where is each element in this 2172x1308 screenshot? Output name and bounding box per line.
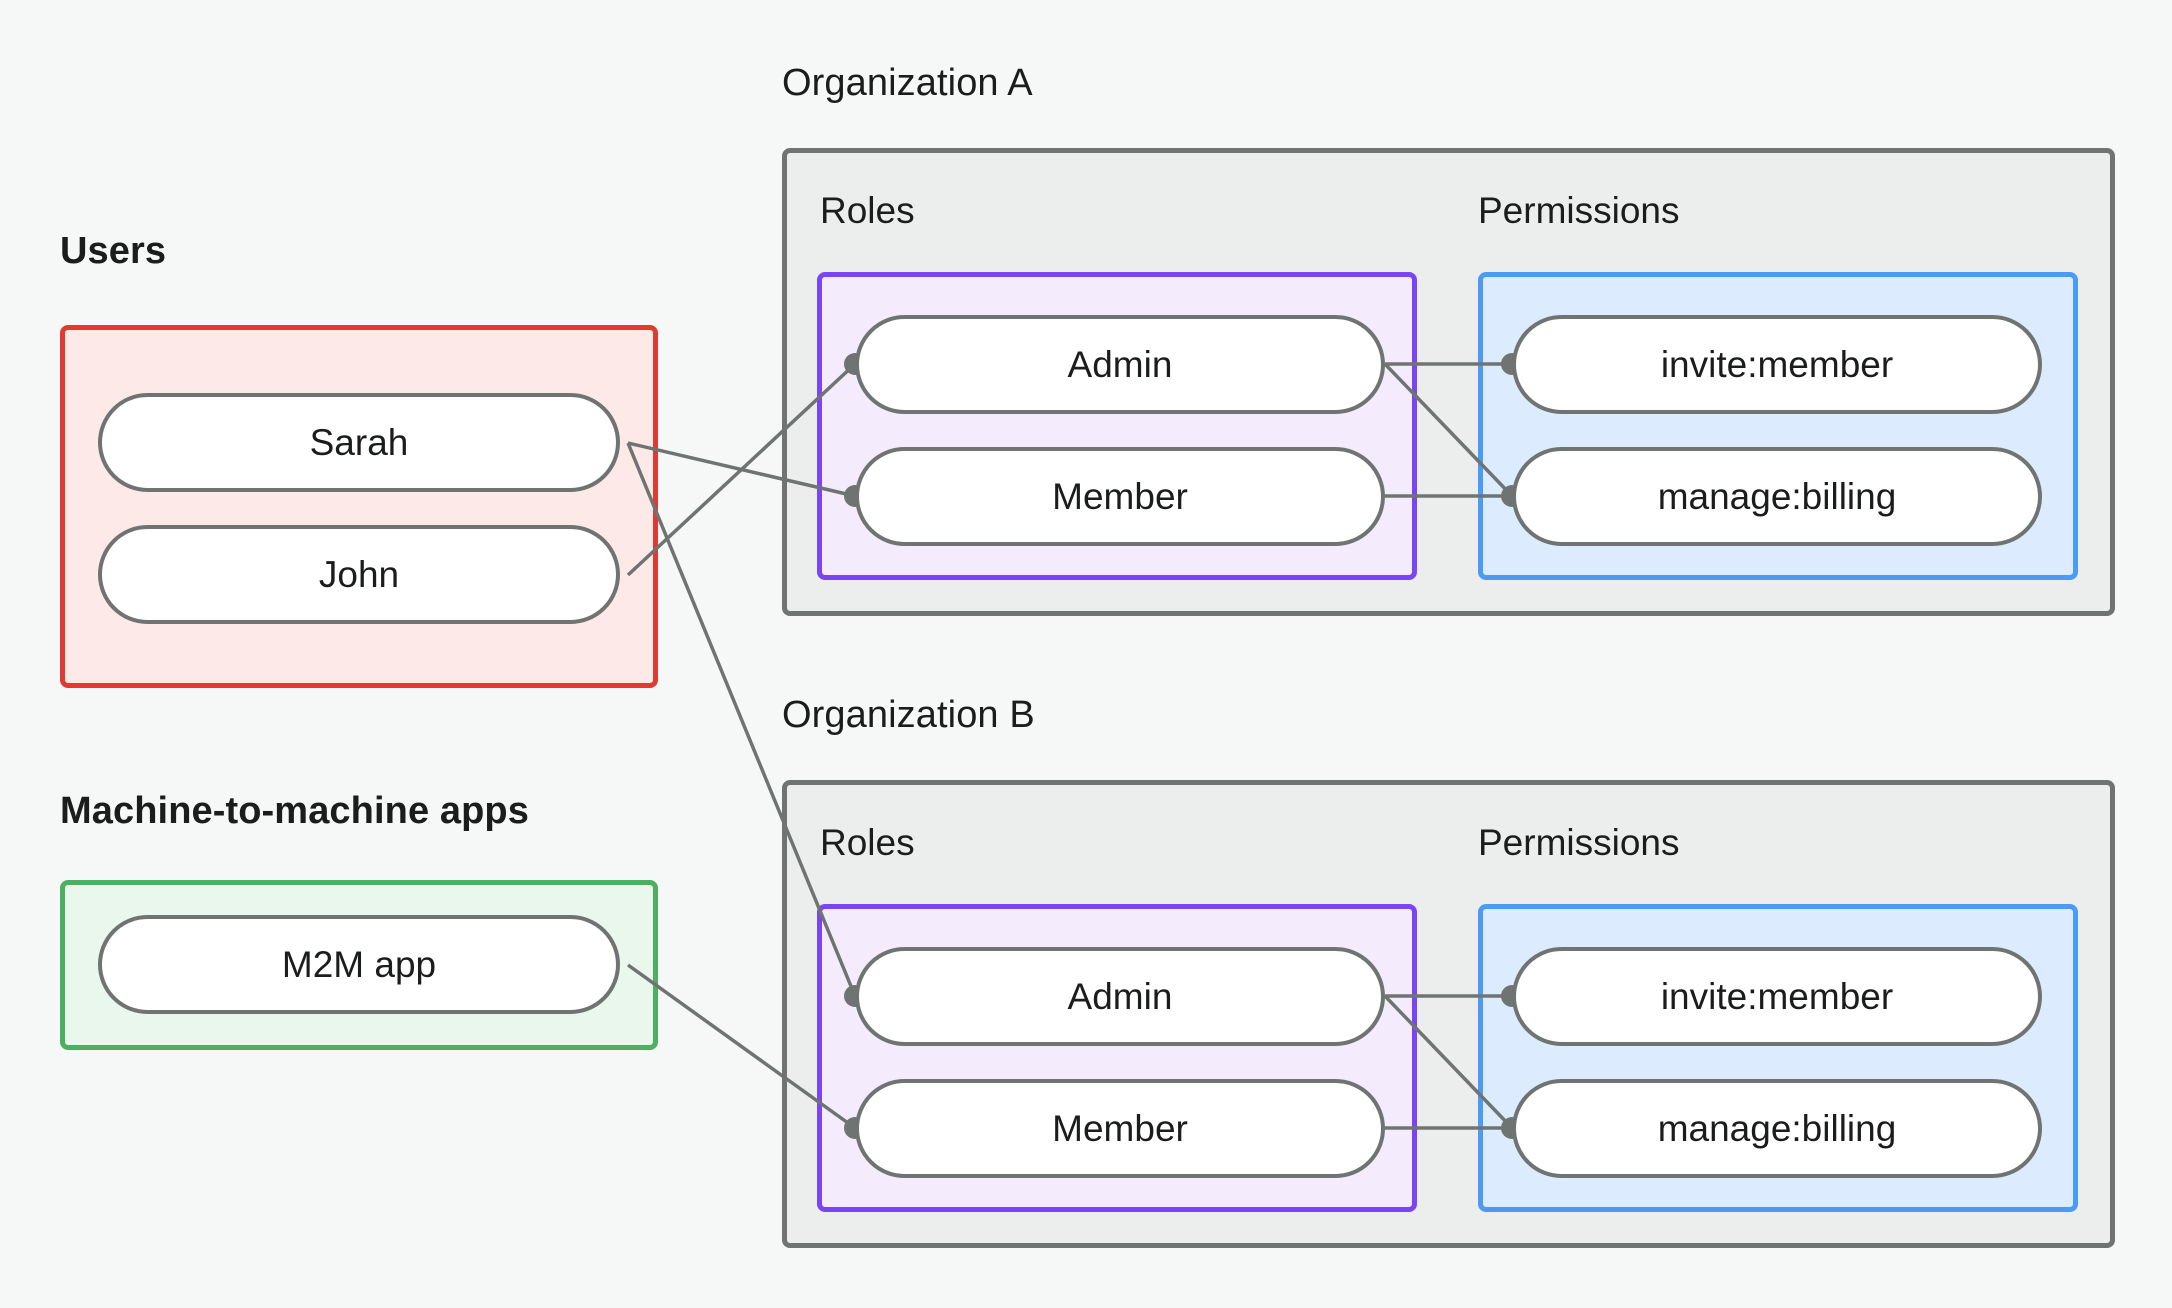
org-b-roles-label: Roles — [820, 822, 915, 863]
org-a-permission-invite-member[interactable]: invite:member — [1512, 315, 2042, 414]
user-node-sarah[interactable]: Sarah — [98, 393, 620, 492]
org-b-permission-manage-billing[interactable]: manage:billing — [1512, 1079, 2042, 1178]
org-a-permission-manage-billing[interactable]: manage:billing — [1512, 447, 2042, 546]
permission-label: manage:billing — [1657, 1107, 1897, 1149]
permission-label: invite:member — [1660, 975, 1894, 1017]
org-b-permissions-label: Permissions — [1478, 822, 1680, 863]
org-b-permission-invite-member[interactable]: invite:member — [1512, 947, 2042, 1046]
role-label: Admin — [1067, 343, 1173, 385]
m2m-node-app[interactable]: M2M app — [98, 915, 620, 1014]
users-container — [60, 325, 658, 688]
permission-label: manage:billing — [1657, 475, 1897, 517]
user-node-label: John — [318, 553, 400, 595]
org-a-role-admin[interactable]: Admin — [855, 315, 1385, 414]
org-b-role-member[interactable]: Member — [855, 1079, 1385, 1178]
permission-label: invite:member — [1660, 343, 1894, 385]
org-a-role-member[interactable]: Member — [855, 447, 1385, 546]
org-a-roles-label: Roles — [820, 190, 915, 231]
org-b-title: Organization B — [782, 694, 1035, 736]
role-label: Admin — [1067, 975, 1173, 1017]
org-a-permissions-label: Permissions — [1478, 190, 1680, 231]
org-a-title: Organization A — [782, 62, 1033, 104]
org-b-role-admin[interactable]: Admin — [855, 947, 1385, 1046]
m2m-group-label: Machine-to-machine apps — [60, 790, 529, 832]
m2m-node-label: M2M app — [281, 943, 437, 985]
role-label: Member — [1052, 475, 1188, 517]
user-node-label: Sarah — [309, 421, 409, 463]
users-group-label: Users — [60, 230, 167, 272]
user-node-john[interactable]: John — [98, 525, 620, 624]
role-label: Member — [1052, 1107, 1188, 1149]
